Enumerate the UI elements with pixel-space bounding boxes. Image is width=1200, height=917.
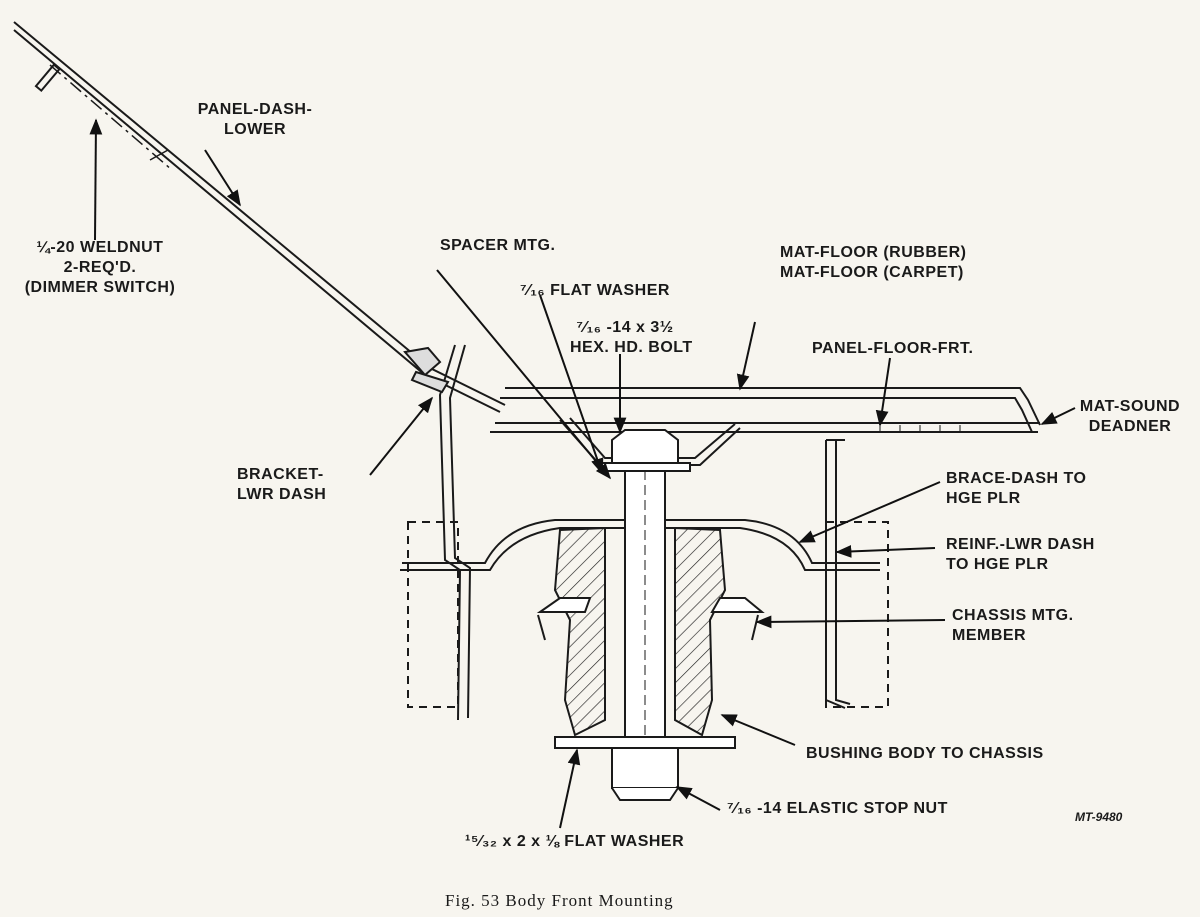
leader-lines xyxy=(89,118,1076,829)
label-bracket-lwr-dash: BRACKET-LWR DASH xyxy=(237,466,327,503)
label-spacer-mtg: SPACER MTG. xyxy=(440,237,556,254)
label-mat-floor: MAT-FLOOR (RUBBER)MAT-FLOOR (CARPET) xyxy=(780,244,967,281)
label-panel-floor-frt: PANEL-FLOOR-FRT. xyxy=(812,340,974,357)
label-panel-dash-lower: PANEL-DASH-LOWER xyxy=(197,101,313,138)
label-elastic-stop-nut: ⁷⁄₁₆ -14 ELASTIC STOP NUT xyxy=(727,800,948,817)
rubber-bushing-part xyxy=(536,526,765,737)
label-chassis-mtg-member: CHASSIS MTG.MEMBER xyxy=(952,607,1074,644)
label-bushing: BUSHING BODY TO CHASSIS xyxy=(806,745,1044,762)
label-flat-washer-7-16: ⁷⁄₁₆ FLAT WASHER xyxy=(520,282,670,299)
figure-caption: Fig. 53 Body Front Mounting xyxy=(445,891,674,910)
floor-panel-part xyxy=(490,387,1041,433)
bracket-lwr-dash-part xyxy=(403,344,472,721)
bolt-assembly-part xyxy=(554,429,736,801)
label-flat-washer-15-32: ¹⁵⁄₃₂ x 2 x ⅛ FLAT WASHER xyxy=(465,833,685,850)
figure-reference-number: MT-9480 xyxy=(1075,810,1123,824)
